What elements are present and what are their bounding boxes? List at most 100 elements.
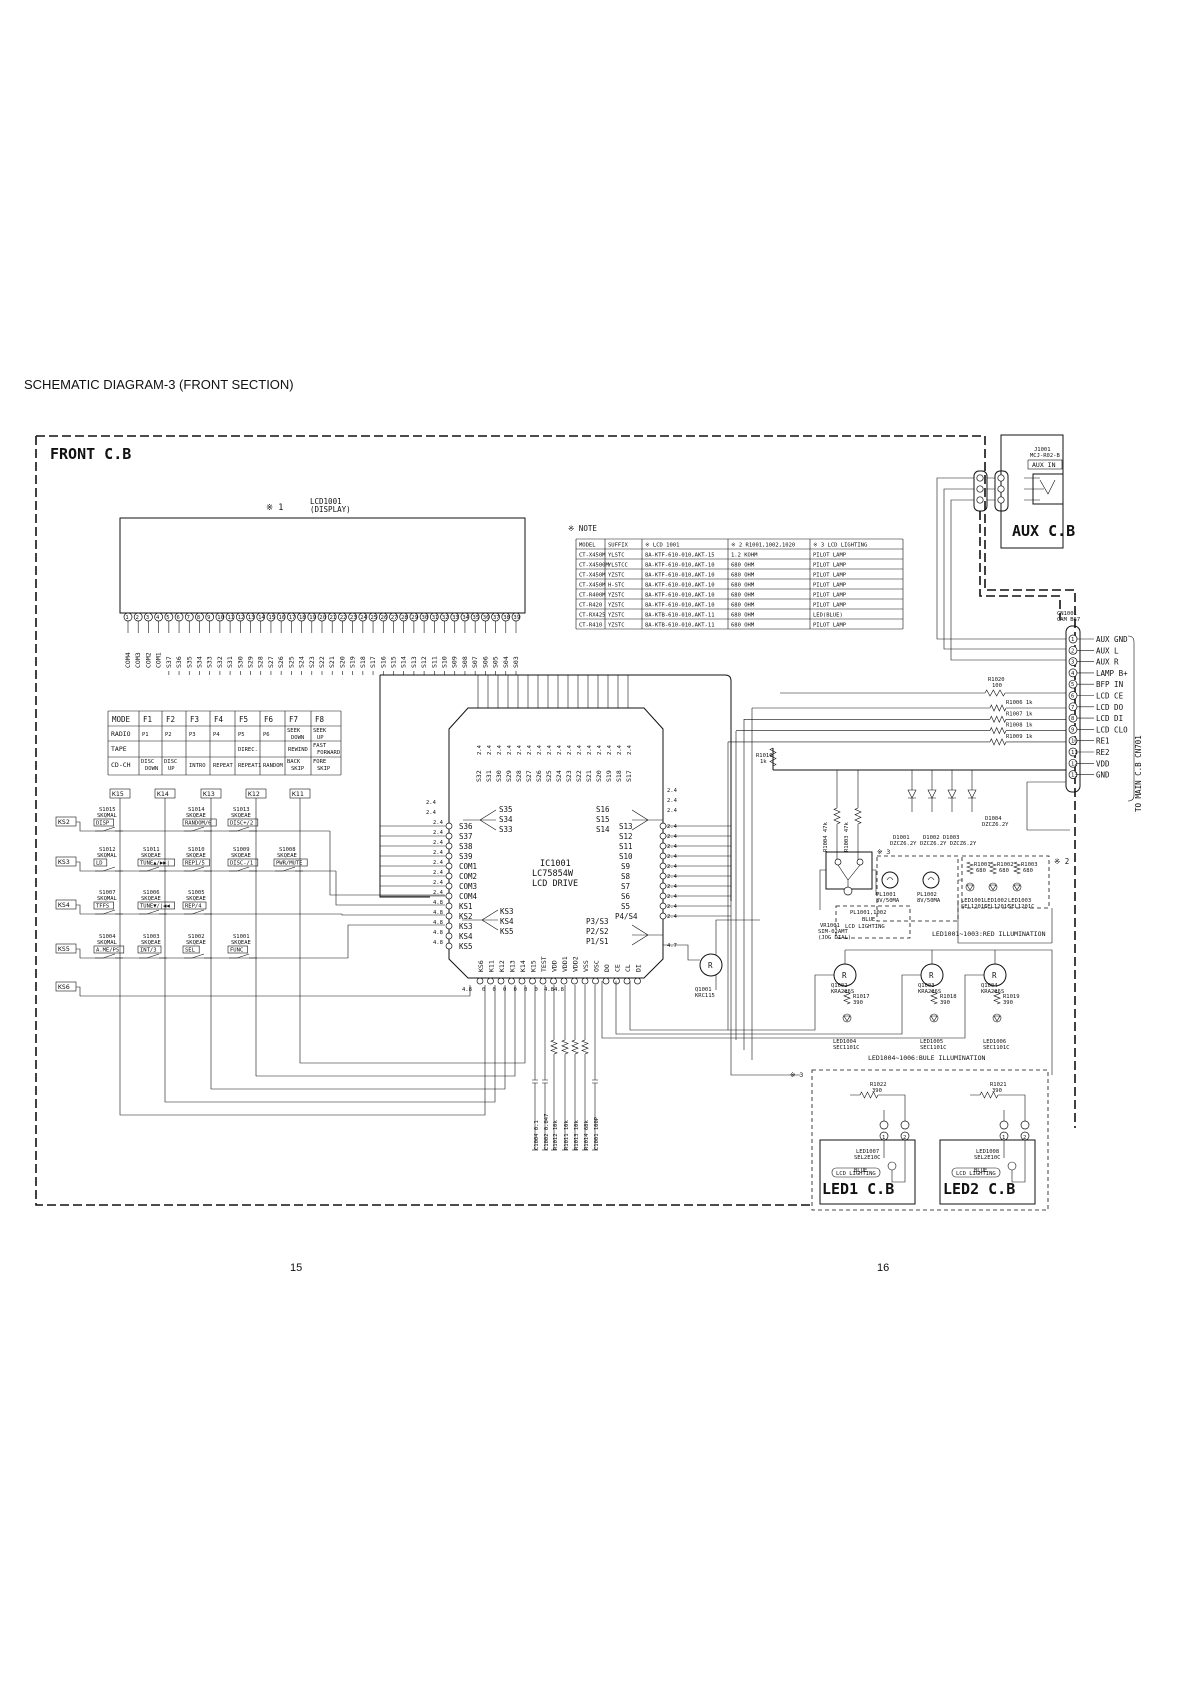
- wire: [836, 770, 859, 860]
- red-led-ref: LED1001: [961, 898, 984, 904]
- switch-ref: S1013: [233, 807, 250, 813]
- blue-led-symbol: [992, 1013, 1002, 1023]
- bottom-part-label: C1004 0.1: [534, 1120, 540, 1150]
- note-cell: PILOT LAMP: [813, 553, 847, 559]
- ic-right-pin-label: S10: [619, 852, 633, 861]
- ic-right-pin-label: S5: [621, 902, 630, 911]
- mode-cell: FAST: [313, 743, 327, 749]
- ic-bottom-pin-label: KS6: [477, 960, 485, 972]
- ic-bottom-pin: [476, 977, 484, 985]
- ic-part: LC75854W: [532, 869, 574, 879]
- front-board-outline: FRONT C.B: [35, 435, 1076, 1206]
- switch-label: INT/3: [140, 948, 157, 954]
- d1004-part: DZCZ6.2Y: [982, 822, 1009, 828]
- led2-board-label: LED2 C.B: [943, 1180, 1015, 1198]
- mode-header: F5: [239, 715, 248, 724]
- encoder-desc: (JOG DIAL): [818, 935, 851, 941]
- lcd-desc: (DISPLAY): [310, 505, 351, 514]
- led-board-desc: LCD LIGHTING: [956, 1171, 996, 1177]
- diode-symbol: [927, 789, 937, 799]
- red-led-triangle: [966, 884, 974, 891]
- mode-header: MODE: [112, 715, 131, 724]
- blue-caption: LED1004~1006:BULE ILLUMINATION: [868, 1054, 985, 1062]
- lcd-pin-number: 2: [136, 615, 139, 621]
- switch-type: SKQMAL: [97, 813, 118, 819]
- ic-top-voltage: 2.4: [587, 744, 593, 755]
- red-led-part: SEL1201C: [1008, 904, 1035, 910]
- lcd-segment-label: S36: [175, 656, 183, 668]
- ic-left-bus-label: S35: [499, 805, 513, 814]
- diode-symbol: [967, 789, 977, 799]
- lcd-segment-label: COM1: [155, 652, 163, 668]
- ic-top-voltage: 2.4: [487, 744, 493, 755]
- key-column-label: K15: [112, 790, 124, 798]
- mode-cell: DISC: [141, 759, 154, 765]
- ic-left-pin: [445, 902, 453, 910]
- connector-pin-label: AUX GND: [1096, 635, 1128, 644]
- note-cell: YZSTC: [608, 613, 625, 619]
- transistor-ref: Q1003: [918, 983, 935, 989]
- ic-right-voltage: 2.4: [667, 844, 678, 850]
- key-column-label: K12: [248, 790, 260, 798]
- ic-bottom-pin-label: VSS: [582, 960, 590, 972]
- front-board-label: FRONT C.B: [50, 445, 131, 463]
- led-board-pin: [1020, 1120, 1030, 1130]
- led-board-resistor-ref: R1021: [990, 1082, 1007, 1088]
- note-cell: 680 OHM: [731, 583, 755, 589]
- wire: [957, 879, 1053, 944]
- ic-left-pin: [445, 842, 453, 850]
- led-board-desc-box: [951, 1167, 1001, 1178]
- ic-top-pin-label: S23: [565, 770, 573, 782]
- note-cell: 8A-KTF-610-010,AKT-10: [645, 593, 715, 599]
- ic-right-pin-label: S7: [621, 882, 630, 891]
- note-cell: PILOT LAMP: [813, 583, 847, 589]
- ic-top-pin-label: S31: [485, 770, 493, 782]
- wire: [927, 877, 935, 881]
- lcd-segment-label: S16: [379, 656, 387, 668]
- ic-bottom-pin-label: CL: [624, 964, 632, 972]
- resistor-symbol: [984, 689, 1006, 697]
- lcd-pin-number: 22: [340, 615, 347, 621]
- lcd-segment-label: S27: [267, 656, 275, 668]
- lcd-pin-number: 10: [217, 615, 224, 621]
- lcd-segment-label: S07: [471, 656, 479, 668]
- lcd-segment-label: S24: [298, 656, 306, 668]
- ic-bottom-voltage: 4.8: [544, 987, 554, 993]
- blue-illumination: RQ1002KRA226SR1017390LED1004SEC1101CRQ10…: [601, 901, 1053, 1076]
- lcd-pin-number: 13: [248, 615, 255, 621]
- ic-left-pin-label: COM2: [459, 872, 477, 881]
- lamp-group-label: PL1001,1002: [850, 910, 886, 916]
- bus-resistor-label: R1009 1k: [1006, 734, 1033, 740]
- ic-bottom-pin: [487, 977, 494, 985]
- encoder-pin: [834, 858, 842, 866]
- note-cell: CT-RX425: [579, 613, 606, 619]
- ic-bottom-pin: [602, 977, 610, 985]
- switch-ref: S1007: [99, 890, 116, 896]
- lcd-segment-label: S35: [185, 656, 193, 668]
- led-board-desc: BLUE: [974, 1168, 987, 1174]
- note-cell: CT-R420: [579, 603, 602, 609]
- jack-ref: J1001: [1034, 447, 1051, 453]
- mode-cell: UP: [168, 766, 175, 772]
- lcd-pin-number: 39: [513, 615, 520, 621]
- to-main-label: TO MAIN C.B CN701: [1134, 735, 1143, 812]
- encoder-part: SIM-02AMT: [818, 929, 848, 935]
- switch-type: SKQEAE: [141, 940, 161, 946]
- wire: [928, 797, 936, 812]
- note-title: ※ NOTE: [568, 524, 597, 533]
- transistor-part: KRA226S: [981, 989, 1004, 995]
- wire: [532, 1040, 538, 1150]
- ic-left-pin-label: KS2: [459, 912, 473, 921]
- connector-pin-number: 2: [1071, 648, 1074, 654]
- connector-pin-number: 8: [1071, 716, 1074, 722]
- ic-top-pin-label: S30: [495, 770, 503, 782]
- switch-type: SKQEAE: [141, 896, 161, 902]
- ic-bottom-pin: [613, 977, 620, 985]
- wire: [819, 864, 877, 910]
- led-board-pin-number: 2: [903, 1135, 906, 1141]
- lcd-pin-number: 4: [156, 615, 160, 621]
- note-cell: CT-R400M: [579, 593, 606, 599]
- ic-desc: LCD DRIVE: [532, 879, 578, 889]
- ic-right-pin-label: P4/S4: [615, 912, 638, 921]
